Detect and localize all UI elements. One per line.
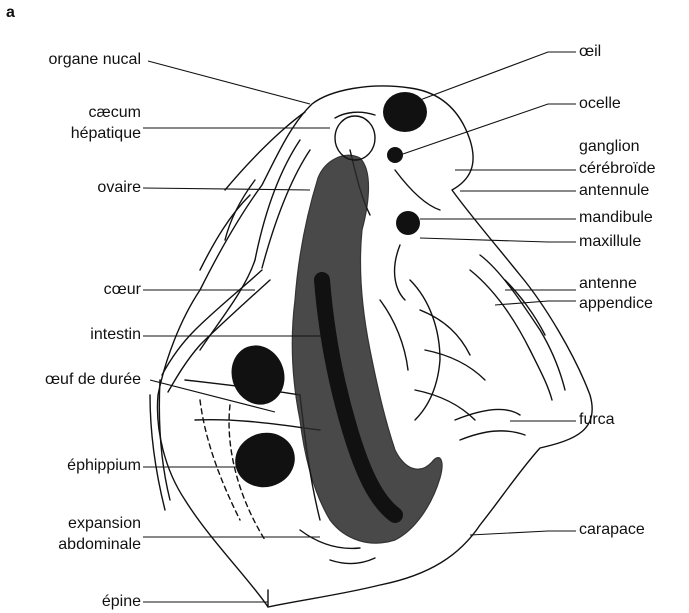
label-ganglion-line2: cérébroïde (579, 159, 656, 179)
label-coeur: cœur (104, 280, 141, 300)
mandibule-shape (396, 211, 420, 235)
label-carapace: carapace (579, 520, 645, 540)
label-antennule: antennule (579, 181, 649, 201)
label-maxillule: maxillule (579, 232, 641, 252)
label-epine: épine (102, 592, 141, 612)
label-antenne: antenne (579, 274, 637, 294)
label-ganglion-line1: ganglion (579, 137, 640, 157)
label-intestin: intestin (90, 325, 141, 345)
label-organe-nucal: organe nucal (48, 50, 141, 70)
label-expansion-line1: expansion (68, 514, 141, 534)
label-expansion-line2: abdominale (58, 535, 141, 555)
label-mandibule: mandibule (579, 208, 653, 228)
label-ovaire: ovaire (97, 178, 141, 198)
label-caecum-line2: hépatique (71, 124, 141, 144)
label-oeil: œil (579, 42, 601, 62)
oeil-shape (383, 92, 427, 132)
label-ephippium: éphippium (67, 456, 141, 476)
label-furca: furca (579, 410, 615, 430)
label-ocelle: ocelle (579, 94, 621, 114)
oeuf-lower (229, 426, 301, 494)
label-oeuf-de-duree: œuf de durée (45, 370, 141, 390)
label-caecum-line1: cæcum (89, 103, 141, 123)
label-appendice: appendice (579, 294, 653, 314)
